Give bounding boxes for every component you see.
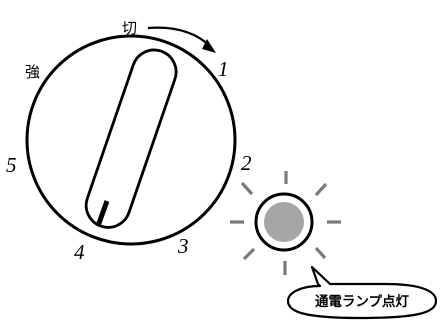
- dial-number-5: 5: [6, 153, 17, 177]
- label-off: 切: [122, 19, 137, 37]
- dial-number-1: 1: [218, 57, 229, 81]
- power-lamp: [256, 194, 312, 250]
- lamp-caption: 通電ランプ点灯: [315, 293, 410, 310]
- dial-number-2: 2: [241, 151, 252, 175]
- dial-number-4: 4: [74, 240, 85, 264]
- dial-number-3: 3: [177, 234, 189, 258]
- caption-bubble: [288, 267, 436, 318]
- label-strong: 強: [25, 63, 40, 81]
- lamp-bulb: [264, 202, 304, 242]
